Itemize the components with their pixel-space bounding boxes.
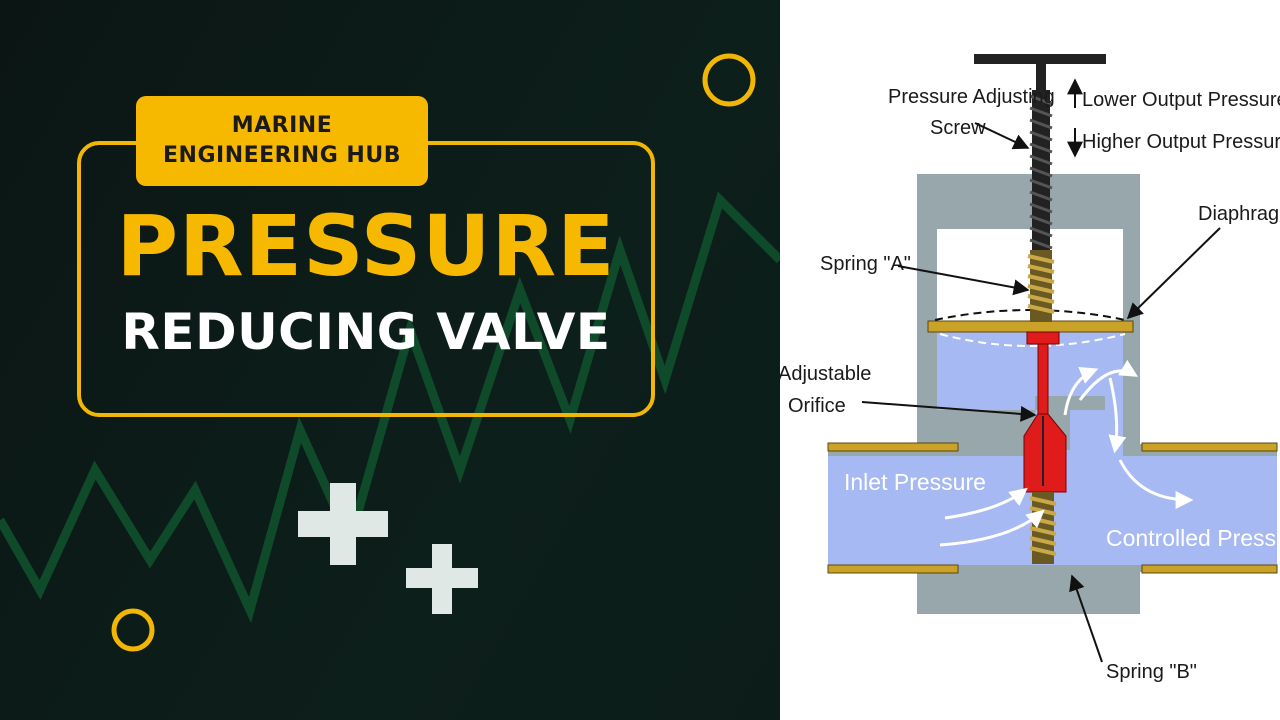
- valve-seat-wall: [1042, 396, 1070, 414]
- background-decoration: [0, 53, 780, 652]
- diagram-panel: Pressure Adjusting Screw Lower Output Pr…: [780, 0, 1280, 720]
- badge-line-1: MARINE: [231, 113, 333, 138]
- flow-arrows: [939, 359, 1194, 547]
- label-inlet-pressure: Inlet Pressure: [844, 469, 986, 495]
- left-panel: MARINE ENGINEERING HUB PRESSURE REDUCING…: [0, 53, 780, 652]
- spring-a: [1027, 250, 1055, 322]
- label-lower-output: Lower Output Pressure: [1082, 89, 1280, 111]
- badge-line-2: ENGINEERING HUB: [163, 143, 401, 168]
- zigzag-line: [0, 191, 780, 624]
- plus-icon: [406, 544, 478, 614]
- ring-icon: [702, 53, 756, 107]
- plus-icon: [298, 483, 388, 565]
- valve-diagram: Pressure Adjusting Screw Lower Output Pr…: [780, 54, 1280, 683]
- label-orifice-2: Orifice: [788, 395, 846, 417]
- page-subtitle: REDUCING VALVE: [121, 303, 611, 361]
- diaphragm: [927, 320, 1134, 333]
- label-screw-2: Screw: [930, 117, 986, 139]
- ring-icon: [111, 608, 155, 652]
- adjusting-screw: [974, 54, 1106, 265]
- label-spring-b: Spring "B": [1106, 661, 1197, 683]
- pipe-flanges: [827, 442, 1278, 574]
- brand-badge: MARINE ENGINEERING HUB: [136, 96, 428, 186]
- label-higher-output: Higher Output Pressure: [1082, 131, 1280, 153]
- valve-plunger: [1023, 331, 1067, 493]
- page-title: PRESSURE: [116, 197, 616, 295]
- spring-b: [1029, 492, 1057, 564]
- label-controlled-pressure: Controlled Pressure: [1106, 525, 1280, 551]
- label-diaphragm: Diaphragm: [1198, 203, 1280, 225]
- label-spring-a: Spring "A": [820, 253, 911, 275]
- label-orifice-1: Adjustable: [780, 363, 871, 385]
- label-screw-1: Pressure Adjusting: [888, 86, 1055, 108]
